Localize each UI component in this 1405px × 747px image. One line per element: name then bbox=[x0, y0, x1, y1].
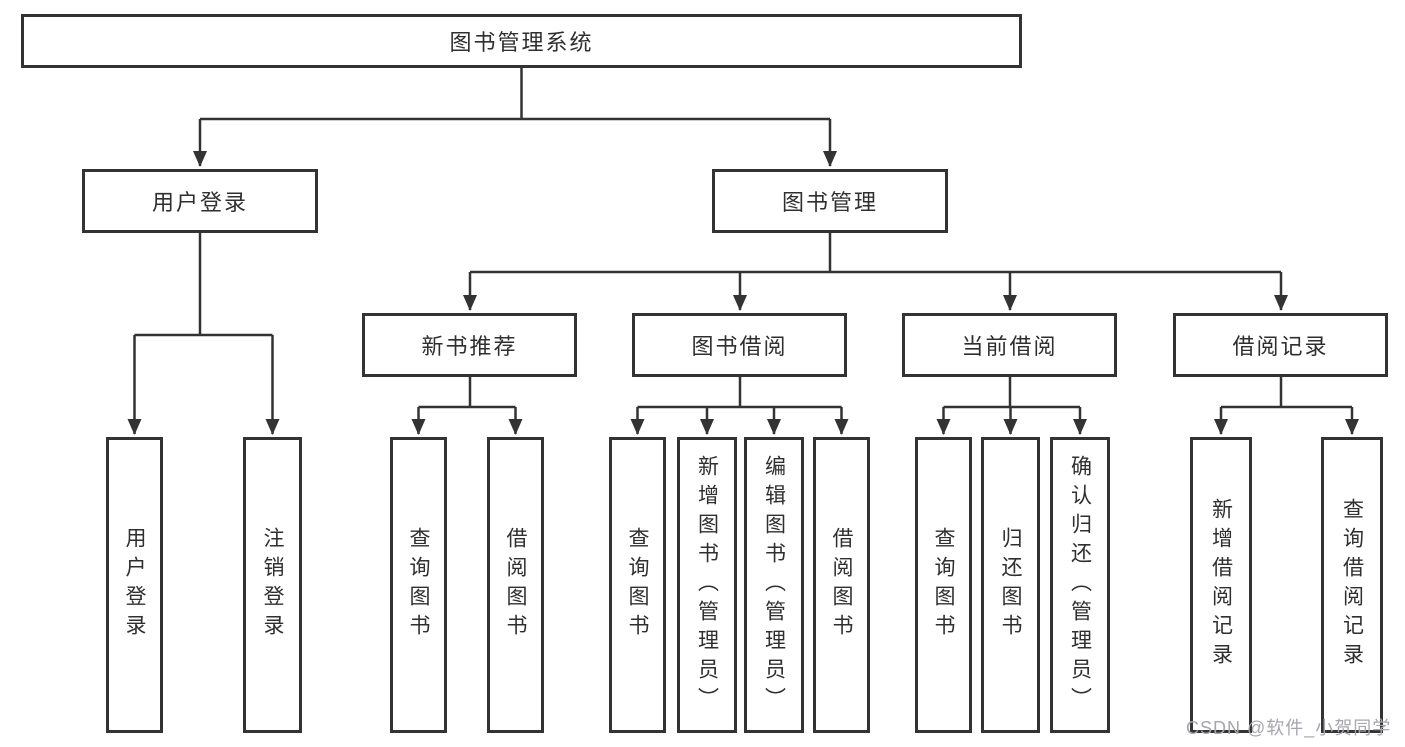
leaf-user-login-label: 用户登录 bbox=[123, 527, 146, 643]
leaf-borrow-borrow-books: 借阅图书 bbox=[813, 437, 870, 733]
connector-book-management-trunk bbox=[470, 233, 1281, 274]
leaf-add-borrow-record: 新增借阅记录 bbox=[1190, 437, 1252, 733]
leaf-return-books-label: 归还图书 bbox=[999, 527, 1022, 643]
leaf-recommend-query-books: 查询图书 bbox=[390, 437, 447, 733]
node-root-label: 图书管理系统 bbox=[449, 30, 594, 55]
node-borrow-records: 借阅记录 bbox=[1173, 313, 1388, 377]
node-root-library-system: 图书管理系统 bbox=[21, 14, 1022, 68]
leaf-current-query-books-label: 查询图书 bbox=[932, 527, 955, 643]
leaf-recommend-borrow-books: 借阅图书 bbox=[487, 437, 544, 733]
leaf-confirm-return-admin-label: 确认归还（管理员） bbox=[1068, 454, 1092, 716]
leaf-current-query-books: 查询图书 bbox=[915, 437, 972, 733]
node-current-borrow: 当前借阅 bbox=[902, 313, 1117, 377]
node-book-borrow-label: 图书借阅 bbox=[691, 334, 788, 359]
node-new-book-recommend-label: 新书推荐 bbox=[421, 334, 518, 359]
leaf-logout: 注销登录 bbox=[243, 437, 302, 733]
connector-new-book-trunk bbox=[418, 377, 516, 409]
node-current-borrow-label: 当前借阅 bbox=[961, 334, 1058, 359]
leaf-add-books-admin: 新增图书（管理员） bbox=[677, 437, 737, 733]
leaf-recommend-query-books-label: 查询图书 bbox=[407, 527, 430, 643]
leaf-borrow-query-books: 查询图书 bbox=[609, 437, 666, 733]
leaf-return-books: 归还图书 bbox=[981, 437, 1040, 733]
leaf-edit-books-admin-label: 编辑图书（管理员） bbox=[762, 454, 786, 716]
leaf-recommend-borrow-books-label: 借阅图书 bbox=[504, 527, 527, 643]
leaf-borrow-borrow-books-label: 借阅图书 bbox=[830, 527, 853, 643]
connector-borrow-records-trunk bbox=[1221, 377, 1352, 409]
leaf-add-borrow-record-label: 新增借阅记录 bbox=[1209, 498, 1233, 672]
node-user-login-label: 用户登录 bbox=[151, 190, 248, 215]
leaf-borrow-query-books-label: 查询图书 bbox=[626, 527, 649, 643]
node-borrow-records-label: 借阅记录 bbox=[1232, 334, 1329, 359]
leaf-query-borrow-record: 查询借阅记录 bbox=[1321, 437, 1383, 733]
leaf-add-books-admin-label: 新增图书（管理员） bbox=[695, 454, 719, 716]
node-book-management: 图书管理 bbox=[712, 169, 948, 233]
node-book-management-label: 图书管理 bbox=[781, 190, 878, 215]
node-book-borrow: 图书借阅 bbox=[632, 313, 847, 377]
csdn-watermark: CSDN @软件_小贺同学 bbox=[1186, 718, 1392, 738]
leaf-confirm-return-admin: 确认归还（管理员） bbox=[1050, 437, 1110, 733]
node-user-login: 用户登录 bbox=[82, 169, 318, 233]
connector-root-trunk bbox=[200, 68, 830, 121]
leaf-logout-label: 注销登录 bbox=[261, 527, 284, 643]
node-new-book-recommend: 新书推荐 bbox=[362, 313, 577, 377]
connector-book-borrow-trunk bbox=[637, 377, 842, 409]
leaf-user-login: 用户登录 bbox=[106, 437, 163, 733]
leaf-query-borrow-record-label: 查询借阅记录 bbox=[1340, 498, 1364, 672]
connector-user-login-trunk bbox=[134, 233, 273, 337]
leaf-edit-books-admin: 编辑图书（管理员） bbox=[744, 437, 804, 733]
connector-current-borrow-trunk bbox=[943, 377, 1080, 409]
